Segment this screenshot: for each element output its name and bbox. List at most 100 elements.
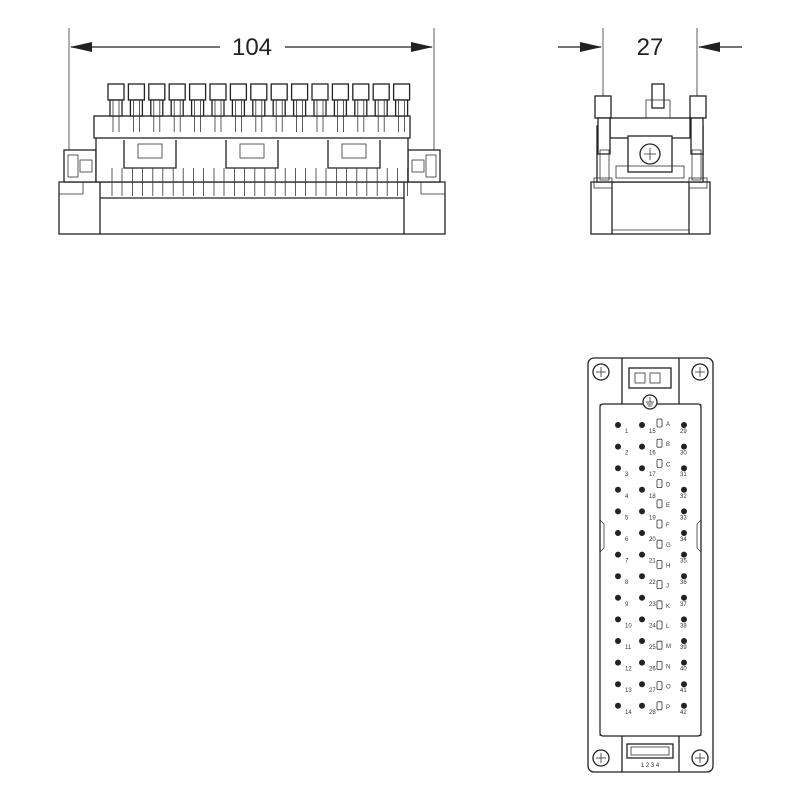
center-contact-label: B <box>666 442 670 448</box>
center-contact-label: N <box>666 664 670 670</box>
bottom-view: 1 2 3 4 12345678910111213141516171819202… <box>587 357 714 773</box>
corner-screw-icon <box>592 749 610 767</box>
contact-pin <box>681 486 687 493</box>
contact-label: 18 <box>649 494 656 500</box>
contact-pin <box>615 702 621 709</box>
contact-pin <box>681 616 687 623</box>
contact-label: 22 <box>649 580 656 586</box>
contact-label: 21 <box>649 559 656 565</box>
contact-pin <box>639 659 645 666</box>
contact-pin <box>639 551 645 558</box>
corner-screw-icon <box>592 363 610 381</box>
contact-label: 33 <box>680 515 687 521</box>
contact-pin <box>681 422 687 428</box>
center-contact-label: C <box>666 462 671 468</box>
center-contact-label: E <box>666 503 670 509</box>
contact-pin <box>681 659 687 666</box>
contact-label: 39 <box>680 645 687 651</box>
contact-label: 23 <box>649 602 656 608</box>
contact-pin <box>615 443 621 450</box>
contact-label: 13 <box>625 688 632 694</box>
center-contact <box>656 560 663 569</box>
contact-label: 11 <box>625 645 632 651</box>
center-contact-label: D <box>666 483 671 489</box>
contact-pin <box>681 681 687 688</box>
contact-label: 38 <box>680 623 687 629</box>
contact-label: 32 <box>680 494 687 500</box>
center-contact <box>656 681 663 690</box>
center-contact <box>656 640 663 650</box>
center-contact-label: G <box>666 543 671 549</box>
contact-label: 25 <box>649 645 656 651</box>
corner-screw-icon <box>691 363 709 381</box>
depth-dimension-label: 27 <box>637 34 664 61</box>
terminal <box>352 83 370 132</box>
contact-label: 24 <box>649 623 656 629</box>
contact-pin <box>639 638 645 644</box>
center-contact <box>656 539 663 549</box>
front-view: 104 <box>58 28 446 235</box>
contact-pin <box>639 681 645 688</box>
contact-pin <box>615 508 621 515</box>
contact-pin <box>615 551 621 558</box>
contact-pin <box>639 422 645 428</box>
contact-pin <box>615 422 621 428</box>
right-latch <box>407 149 441 183</box>
terminal <box>311 83 329 132</box>
terminal <box>168 83 186 132</box>
contact-label: 10 <box>625 623 632 629</box>
contact-label: 27 <box>649 688 656 694</box>
contact-pin <box>615 530 621 536</box>
center-contact <box>656 661 663 670</box>
center-contact-label: P <box>666 705 670 711</box>
contact-label: 31 <box>680 472 687 478</box>
terminal <box>250 83 268 132</box>
contact-label: 8 <box>625 580 629 586</box>
contact-pin <box>681 508 687 515</box>
contact-label: 20 <box>649 537 656 543</box>
part-marking: 1 2 3 4 <box>641 763 660 769</box>
contact-label: 1 <box>625 429 629 435</box>
contact-label: 7 <box>625 559 629 565</box>
contact-grid: 1234567891011121314151617181920212223242… <box>615 418 687 716</box>
contact-pin <box>615 616 621 623</box>
contact-label: 12 <box>625 667 632 673</box>
center-contact-label: K <box>666 604 670 610</box>
contact-label: 34 <box>680 537 687 543</box>
contact-pin <box>681 594 687 601</box>
contact-pin <box>681 551 687 558</box>
center-contact-label: A <box>666 422 670 428</box>
contact-label: 30 <box>680 451 687 457</box>
contact-pin <box>639 443 645 450</box>
center-contact <box>656 479 663 489</box>
contact-pin <box>615 465 621 472</box>
terminal <box>148 83 166 132</box>
center-contact <box>656 701 663 711</box>
center-contact <box>656 418 663 428</box>
contact-pin <box>615 638 621 644</box>
terminal <box>229 83 248 132</box>
contact-pin <box>681 573 687 580</box>
contact-label: 2 <box>625 451 629 457</box>
contact-label: 5 <box>625 515 629 521</box>
terminal <box>270 83 288 132</box>
contact-label: 37 <box>680 602 687 608</box>
contact-label: 40 <box>680 667 687 673</box>
contact-label: 42 <box>680 710 687 716</box>
contact-pin <box>639 616 645 623</box>
contact-pin <box>681 702 687 709</box>
contact-label: 16 <box>649 451 656 457</box>
contact-label: 4 <box>625 494 629 500</box>
contact-label: 19 <box>649 515 656 521</box>
contact-label: 6 <box>625 537 629 543</box>
contact-label: 29 <box>680 429 687 435</box>
contact-label: 35 <box>680 559 687 565</box>
contact-label: 26 <box>649 667 656 673</box>
terminal <box>127 83 146 132</box>
contact-pin <box>615 659 621 666</box>
center-contact <box>656 499 663 509</box>
contact-pin <box>639 465 645 472</box>
contact-label: 28 <box>649 710 656 716</box>
contact-pin <box>639 530 645 536</box>
